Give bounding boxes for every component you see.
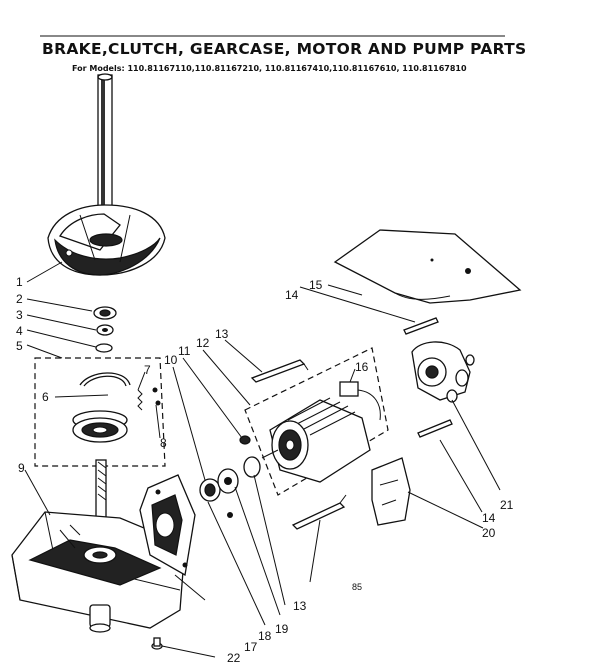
- callout-21: 21: [500, 498, 514, 512]
- callout-20: 20: [482, 526, 496, 540]
- callout-15: 15: [309, 278, 323, 292]
- part-coupling: [199, 435, 261, 518]
- callout-14-top: 14: [285, 288, 299, 302]
- callout-1: 1: [16, 275, 23, 289]
- callout-5: 5: [16, 339, 23, 353]
- callout-9: 9: [18, 461, 25, 475]
- callout-13-top: 13: [215, 327, 229, 341]
- callout-19: 19: [275, 622, 289, 636]
- part-brake-assembly: [47, 73, 166, 276]
- callout-17: 17: [244, 640, 258, 654]
- part-bolts: [403, 317, 453, 438]
- callout-18: 18: [258, 629, 272, 643]
- motor-group-box: [244, 347, 389, 496]
- part-gearcase: [11, 459, 186, 633]
- callout-11: 11: [178, 344, 191, 358]
- callout-16: 16: [355, 360, 369, 374]
- callout-7: 7: [144, 363, 151, 377]
- part-motor: [261, 381, 381, 483]
- callout-4: 4: [16, 324, 23, 338]
- part-mounting-plate: [139, 474, 196, 577]
- model-numbers: For Models: 110.81167110,110.81167210, 1…: [72, 64, 467, 73]
- part-pump: [411, 341, 475, 403]
- callout-8: 8: [160, 436, 167, 450]
- part-screw: [151, 637, 163, 650]
- leader-lines: [24, 261, 501, 658]
- callout-3: 3: [16, 308, 23, 322]
- callout-12: 12: [196, 336, 210, 350]
- callout-2: 2: [16, 292, 23, 306]
- callout-labels: 1 2 3 4 5 6 7 8 9 10 11 12 13 13 14 14 1…: [16, 275, 514, 665]
- part-shield: [333, 229, 522, 304]
- clutch-group-box: [34, 357, 166, 467]
- part-strap-bracket: [250, 359, 347, 530]
- callout-14-right: 14: [482, 511, 496, 525]
- part-clutch: [72, 372, 161, 443]
- callout-13-bottom: 13: [293, 599, 307, 613]
- callout-10: 10: [164, 353, 178, 367]
- callout-6: 6: [42, 390, 49, 404]
- part-washers: [93, 306, 117, 353]
- callout-22: 22: [227, 651, 241, 665]
- part-motor-bracket: [371, 457, 411, 526]
- diagram-title: BRAKE,CLUTCH, GEARCASE, MOTOR AND PUMP P…: [42, 40, 527, 58]
- footer-code: 85: [352, 582, 362, 592]
